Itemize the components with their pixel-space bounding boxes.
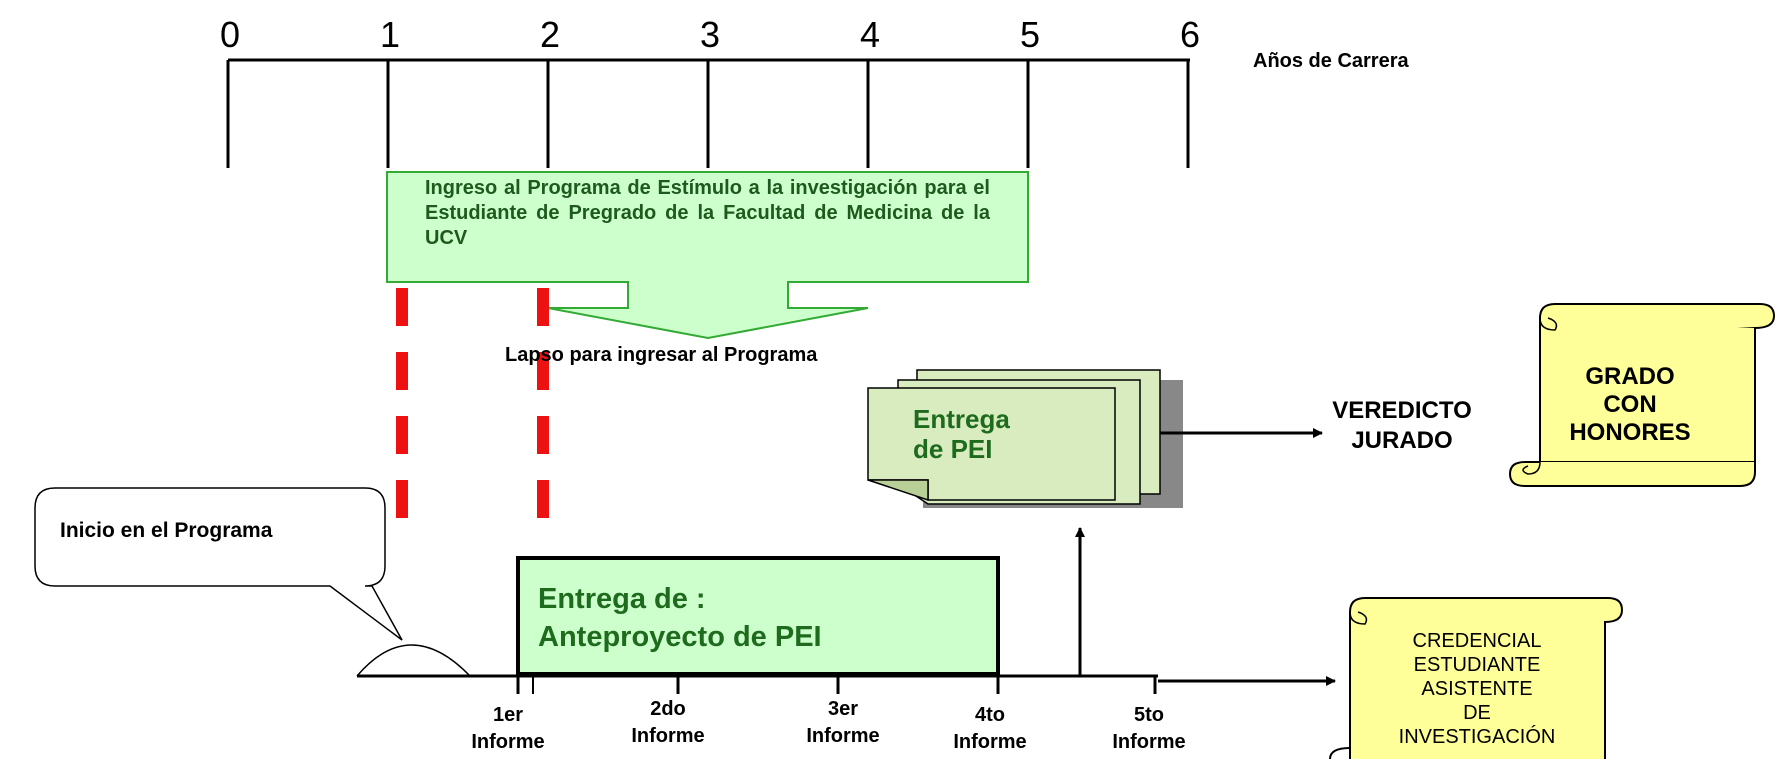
years-timeline: 0 1 2 3 4 5 6 Años de Carrera (220, 14, 1409, 168)
year-label-6: 6 (1180, 14, 1200, 55)
credencial-line5: INVESTIGACIÓN (1399, 725, 1556, 748)
pei-document-stack: Entrega de PEI (867, 369, 1183, 508)
year-label-0: 0 (220, 14, 240, 55)
inicio-callout-text: Inicio en el Programa (60, 519, 273, 542)
informe-2-ord: 2do (650, 698, 686, 720)
informe-2-word: Informe (631, 725, 704, 747)
year-label-3: 3 (700, 14, 720, 55)
anteproyecto-line2: Anteproyecto de PEI (538, 621, 822, 653)
informe-4-word: Informe (953, 731, 1026, 753)
years-axis-label: Años de Carrera (1253, 50, 1409, 72)
anteproyecto-line1: Entrega de : (538, 583, 706, 615)
year-label-2: 2 (540, 14, 560, 55)
year-label-4: 4 (860, 14, 880, 55)
credencial-line1: CREDENCIAL (1413, 630, 1542, 652)
credencial-line2: ESTUDIANTE (1414, 654, 1541, 676)
grado-line2: CON (1603, 391, 1656, 418)
pei-line2: de PEI (913, 434, 992, 464)
year-label-1: 1 (380, 14, 400, 55)
credencial-scroll: CREDENCIAL ESTUDIANTE ASISTENTE DE INVES… (1329, 597, 1624, 759)
informe-3-ord: 3er (828, 698, 858, 720)
year-label-5: 5 (1020, 14, 1040, 55)
grado-line3: HONORES (1569, 419, 1690, 446)
pei-line1: Entrega (913, 404, 1010, 434)
credencial-line3: ASISTENTE (1421, 678, 1532, 700)
informe-4-ord: 4to (975, 704, 1005, 726)
informe-1-word: Informe (471, 731, 544, 753)
informe-3-word: Informe (806, 725, 879, 747)
veredicto-line2: JURADO (1351, 427, 1452, 454)
veredicto-line1: VEREDICTO (1332, 397, 1472, 424)
inicio-callout: Inicio en el Programa (34, 487, 403, 641)
credencial-line4: DE (1463, 702, 1491, 724)
informe-1-ord: 1er (493, 704, 523, 726)
informe-5-ord: 5to (1134, 704, 1164, 726)
anteproyecto-box: Entrega de : Anteproyecto de PEI (516, 556, 1000, 676)
informe-5-word: Informe (1112, 731, 1185, 753)
program-arrow-shape (386, 171, 1029, 340)
program-box-text: Ingreso al Programa de Estímulo a la inv… (425, 177, 990, 249)
grado-honores-scroll: GRADO CON HONORES (1508, 303, 1776, 487)
start-arc (356, 644, 471, 677)
informes-timeline: 1er Informe 2do Informe 3er Informe 4to … (356, 644, 1186, 753)
lapse-label: Lapso para ingresar al Programa (505, 344, 818, 366)
grado-line1: GRADO (1585, 363, 1674, 390)
